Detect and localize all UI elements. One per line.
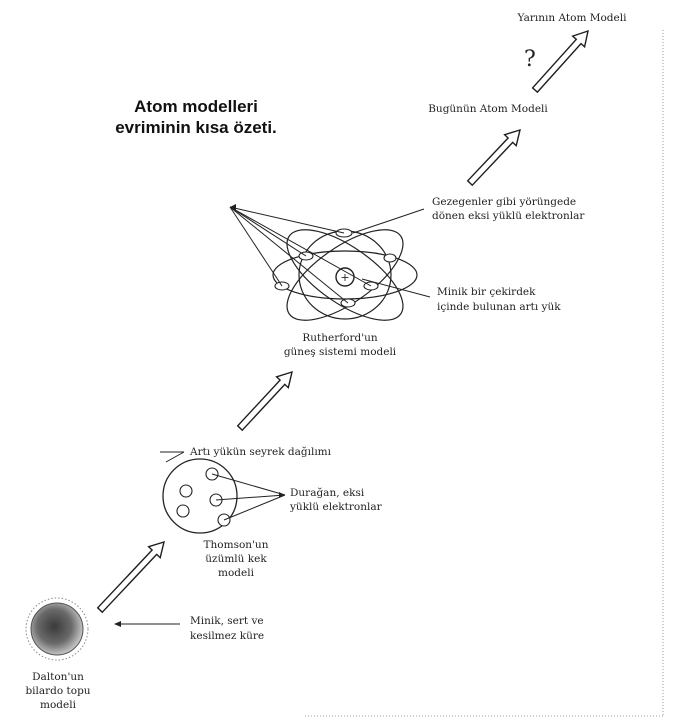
dalton-sphere-halo — [25, 597, 89, 661]
dalton-atom — [25, 597, 89, 661]
thomson-electron-leaders — [211, 473, 286, 521]
today-model-label: Bugünün Atom Modeli — [428, 103, 548, 115]
thomson-leader-pointer — [279, 492, 285, 498]
title-line-1: Atom modelleri — [134, 97, 258, 116]
dalton-sphere — [30, 602, 84, 656]
thomson-caption-1: Thomson'un — [204, 539, 269, 551]
thomson-positive-label: Artı yükün seyrek dağılımı — [189, 445, 332, 458]
evolution-arrows — [96, 29, 589, 614]
dalton-caption-2: bilardo topu — [25, 685, 90, 697]
arrow-rutherford-to-today — [466, 128, 521, 187]
rutherford-orbit-2 — [286, 229, 404, 321]
electron-icon — [179, 484, 193, 498]
thomson-caption-2: üzümlü kek — [205, 553, 267, 565]
rutherford-nucleus-label-1: Minik bir çekirdek — [437, 286, 536, 298]
arrow-dalton-to-thomson — [96, 540, 165, 614]
electron-icon — [176, 504, 190, 518]
dalton-leader-pointer — [114, 621, 121, 627]
rutherford-orbit-3 — [286, 229, 404, 321]
thomson-positive-leader — [165, 451, 185, 463]
arrow-today-to-future — [531, 29, 589, 94]
rutherford-electron-label-line — [352, 208, 425, 234]
thomson-electrons-label-1: Durağan, eksi — [290, 486, 365, 499]
electron-icon — [383, 253, 397, 263]
future-model-question-mark: ? — [524, 47, 536, 72]
rutherford-caption-1: Rutherford'un — [302, 332, 377, 344]
arrow-thomson-to-rutherford — [236, 370, 293, 432]
future-model-label: Yarının Atom Modeli — [517, 12, 628, 24]
rutherford-nucleus-sign: + — [340, 271, 349, 284]
dalton-sphere-label-2: kesilmez küre — [190, 630, 264, 642]
rutherford-leader-pointer — [230, 204, 236, 210]
title-line-2: evriminin kısa özeti. — [115, 118, 277, 137]
thomson-atom — [162, 458, 238, 534]
rutherford-caption-2: güneş sistemi modeli — [284, 346, 397, 358]
thomson-caption-3: modeli — [218, 567, 255, 579]
dalton-caption-3: modeli — [40, 699, 77, 711]
dalton-sphere-label-1: Minik, sert ve — [190, 615, 264, 627]
dalton-caption-1: Dalton'un — [32, 671, 84, 683]
rutherford-electron-leaders — [229, 206, 372, 304]
rutherford-nucleus-label-line — [361, 278, 431, 298]
rutherford-electrons-label-2: dönen eksi yüklü elektronlar — [432, 210, 585, 222]
thomson-electrons-label-2: yüklü elektronlar — [289, 501, 383, 513]
rutherford-electrons-label-1: Gezegenler gibi yörüngede — [432, 196, 576, 208]
rutherford-nucleus-label-2: içinde bulunan artı yük — [437, 301, 561, 313]
rutherford-atom: + — [272, 228, 418, 321]
